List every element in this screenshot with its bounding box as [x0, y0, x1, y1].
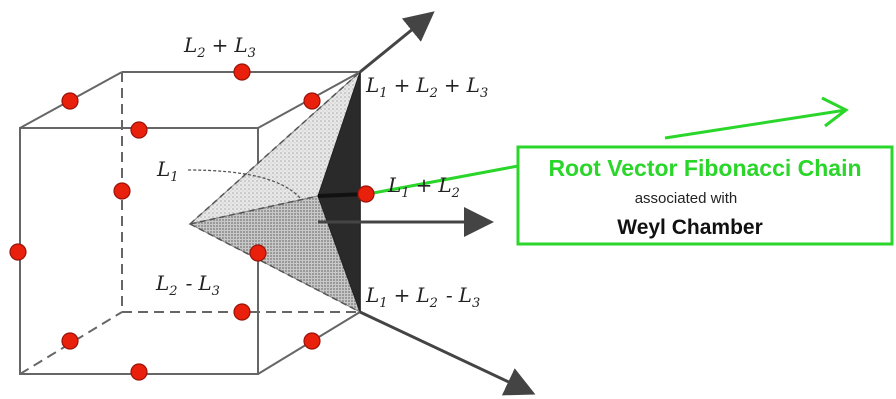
- root-dot: [113, 182, 131, 200]
- root-dot: [303, 92, 321, 110]
- root-dot: [9, 243, 27, 261]
- root-dot: [61, 92, 79, 110]
- root-dot: [249, 244, 267, 262]
- chamber-dashed-edge: [189, 223, 361, 313]
- label-l2-plus-l3: L2+L3: [183, 33, 256, 61]
- chamber-dashed-edge: [189, 71, 361, 225]
- callout-arrowhead: [821, 96, 849, 128]
- label-l1: L1: [156, 157, 179, 185]
- axis-arrow-bottom: [359, 310, 536, 396]
- cube-front-face: [19, 127, 259, 375]
- root-dot: [233, 303, 251, 321]
- label-l2-minus-l3: L2-L3: [155, 271, 220, 299]
- cube-hidden-edge: [19, 311, 123, 375]
- callout-middle: associated with: [635, 190, 738, 207]
- root-dots: [9, 63, 375, 381]
- callout-bottom: Weyl Chamber: [617, 216, 763, 239]
- root-dot: [130, 363, 148, 381]
- axis-arrow-top: [359, 11, 435, 74]
- label-l1-plus-l2-minus-l3: L1+L2-L3: [365, 283, 480, 311]
- label-l1-plus-l2-plus-l3: L1+L2+L3: [365, 73, 488, 101]
- root-dot: [357, 185, 375, 203]
- root-dot: [303, 332, 321, 350]
- callout-title: Root Vector Fibonacci Chain: [548, 155, 861, 181]
- callout-arrow: [367, 96, 849, 196]
- root-dot: [61, 332, 79, 350]
- label-l1-plus-l2: L1+L2: [387, 173, 460, 201]
- callout-box: Root Vector Fibonacci Chain associated w…: [516, 145, 894, 246]
- weyl-chamber-cone: [188, 70, 362, 314]
- root-dot: [130, 121, 148, 139]
- l1-pointer-curve: [187, 169, 301, 199]
- root-dot: [233, 63, 251, 81]
- chamber-dashed-edge: [189, 195, 319, 225]
- callout-border: [516, 145, 894, 246]
